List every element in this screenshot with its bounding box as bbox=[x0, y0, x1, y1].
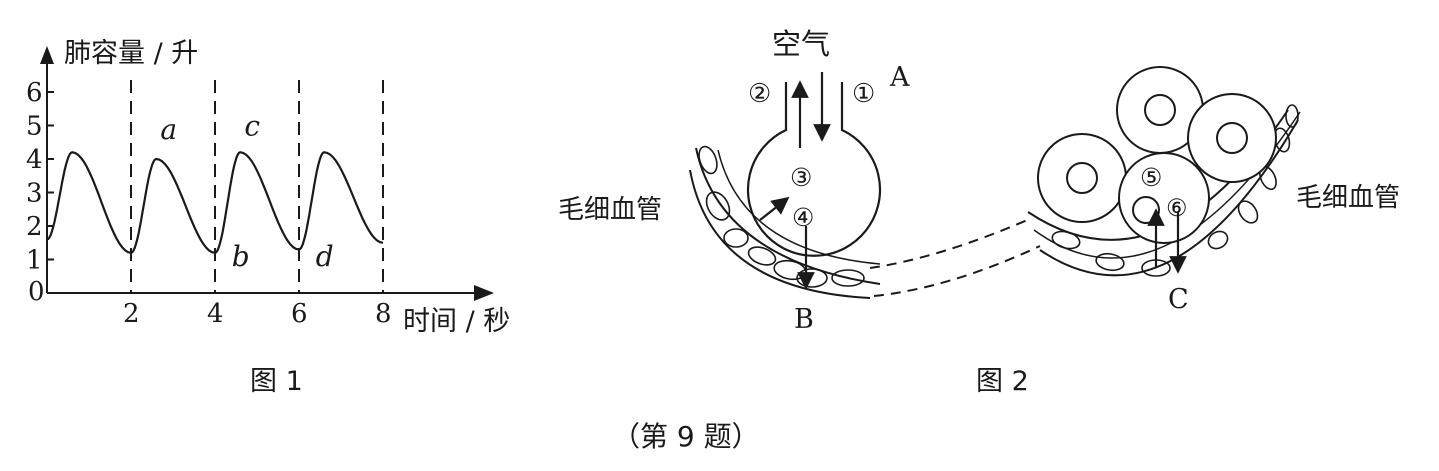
capillary-left-label: 毛细血管 bbox=[558, 195, 662, 225]
capillary-left-outer-wall bbox=[690, 170, 870, 298]
y-tick-label: 6 bbox=[26, 78, 43, 108]
curve-point-label: b bbox=[232, 240, 250, 273]
origin-label: 0 bbox=[28, 277, 45, 307]
x-tick-label: 2 bbox=[123, 299, 140, 329]
arrow-3 bbox=[760, 198, 788, 220]
label-4: ④ bbox=[792, 203, 814, 232]
y-tick-label: 5 bbox=[26, 112, 43, 142]
label-6: ⑥ bbox=[1166, 194, 1188, 222]
x-tick-label: 8 bbox=[375, 299, 392, 329]
label-B: B bbox=[794, 304, 814, 335]
x-axis-label: 时间 / 秒 bbox=[403, 306, 510, 337]
capillary-left-cells bbox=[696, 144, 864, 287]
x-axis-arrow bbox=[474, 285, 494, 301]
y-axis-arrow bbox=[40, 46, 54, 64]
x-tick-label: 4 bbox=[207, 299, 224, 329]
label-C: C bbox=[1168, 284, 1189, 315]
y-tick-label: 4 bbox=[26, 145, 43, 175]
curve-point-label: a bbox=[160, 113, 177, 146]
gas-exchange-diagram: 空气 ② ① A ③ ④ 毛细血管 B ⑤ ⑥ C 毛细血管 bbox=[558, 27, 1400, 335]
y-tick-label: 1 bbox=[26, 246, 43, 276]
air-label: 空气 bbox=[772, 27, 830, 61]
label-2: ② bbox=[748, 79, 771, 109]
label-5: ⑤ bbox=[1140, 163, 1162, 192]
vessel-dashed-bottom bbox=[874, 246, 1040, 296]
y-tick-label: 3 bbox=[26, 179, 43, 209]
y-ticks: 1 23 45 6 bbox=[26, 78, 54, 276]
capillary-right-label: 毛细血管 bbox=[1296, 183, 1400, 213]
x-ticks: 2 4 6 8 bbox=[123, 299, 392, 329]
y-tick-label: 2 bbox=[26, 212, 43, 242]
x-tick-label: 6 bbox=[291, 299, 308, 329]
question-number-label: （第 9 题） bbox=[612, 420, 760, 453]
curve-point-label: c bbox=[244, 110, 260, 143]
label-3: ③ bbox=[790, 163, 812, 192]
curve-point-label: d bbox=[316, 240, 334, 273]
figure1-caption: 图 1 bbox=[250, 366, 303, 397]
label-1: ① bbox=[852, 79, 875, 109]
label-A: A bbox=[889, 62, 910, 93]
curve-point-labels: a b c d bbox=[160, 110, 333, 274]
figure2-caption: 图 2 bbox=[976, 366, 1029, 397]
y-axis-label: 肺容量 / 升 bbox=[64, 38, 198, 69]
